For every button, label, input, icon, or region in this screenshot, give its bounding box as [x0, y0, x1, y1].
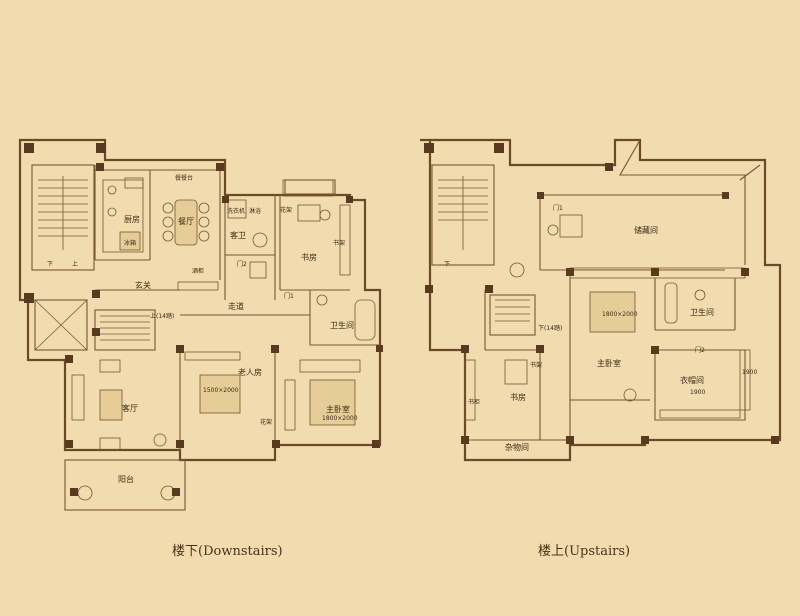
corridor-label: 走道: [228, 301, 244, 311]
wardrobe-width: 1900: [690, 389, 705, 396]
flower-rack-label: 花架: [260, 418, 272, 426]
laundry-label: 洗衣机: [227, 207, 245, 215]
living-label: 客厅: [122, 403, 138, 413]
stair-down-label: 下: [47, 261, 53, 268]
stair-up-label: 上: [72, 260, 78, 268]
up-stair-note-label: 下(14踏): [538, 324, 562, 332]
up-door-m1-label: 门1: [553, 204, 563, 212]
master-label: 主卧室: [326, 404, 350, 414]
up-master-bed-size: 1800×2000: [602, 311, 638, 318]
up-door-m2-label: 门2: [695, 346, 705, 354]
bookshelf-label: 书架: [333, 239, 345, 247]
upstairs-caption: 楼上(Upstairs): [538, 544, 631, 559]
elder-bed-size: 1500×2000: [203, 387, 239, 394]
door-m1-label: 门1: [284, 292, 294, 300]
wardrobe-height: 1900: [742, 369, 757, 376]
up-stair-down-label: 下: [444, 261, 450, 268]
up-master-label: 主卧室: [597, 358, 621, 368]
kitchen-label: 厨房: [124, 214, 140, 224]
stair-note-label: 上(14踏): [150, 312, 174, 320]
sideboard-label: 餐餐台: [175, 174, 193, 182]
wine-cabinet-label: 酒柜: [192, 267, 204, 275]
foyer-label: 玄关: [135, 280, 151, 290]
up-study-label: 书房: [510, 392, 526, 402]
study-label: 书房: [301, 252, 317, 262]
tub-label: 淋浴: [249, 207, 261, 215]
bathroom-label: 卫生间: [330, 320, 354, 330]
door-m2-label: 门2: [237, 260, 247, 268]
master-bed-size: 1800×2000: [322, 415, 358, 422]
wardrobe-label: 衣帽间: [680, 375, 704, 385]
up-shelf-label: 书架: [530, 361, 542, 369]
balcony-label: 阳台: [118, 474, 134, 484]
up-bookshelf-label: 书柜: [468, 398, 480, 406]
storage-label: 储藏间: [634, 225, 658, 235]
downstairs-plan: 厨房 餐厅 冰箱 餐餐台 酒柜 玄关 客卫 洗衣机 淋浴 花架 书房 书架 走道…: [18, 138, 383, 511]
planter-label: 花架: [280, 206, 292, 214]
guest-bath-label: 客卫: [230, 230, 246, 240]
upstairs-plan: 储藏间 主卧室 1800×2000 卫生间 衣帽间 1900 1900 书房 书…: [420, 138, 782, 462]
elder-room-label: 老人房: [238, 367, 262, 377]
up-bathroom-label: 卫生间: [690, 307, 714, 317]
downstairs-caption: 楼下(Downstairs): [172, 544, 283, 559]
utility-label: 杂物间: [505, 442, 529, 452]
fridge-label: 冰箱: [124, 239, 136, 247]
dining-label: 餐厅: [178, 217, 194, 226]
